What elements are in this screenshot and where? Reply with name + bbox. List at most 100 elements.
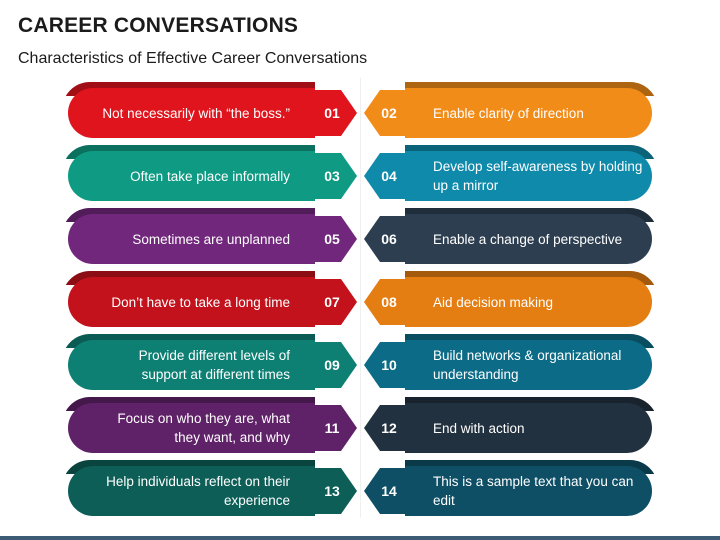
left-banner [62,82,315,138]
right-item-text: Build networks & organizational understa… [433,348,622,382]
left-banner-body [68,277,315,327]
left-item-text: Often take place informally [130,168,290,184]
left-item-text: Don’t have to take a long time [111,294,290,310]
left-number-badge: 05 [313,216,357,262]
conversation-row: Focus on who they are, what they want, a… [0,397,720,453]
conversation-row: Not necessarily with “the boss.”Enable c… [0,82,720,138]
right-banner [405,334,658,390]
right-badge-arrow [364,90,406,136]
left-badge-shape [315,405,357,451]
left-badge-shape [315,342,357,388]
right-badge-shape [364,342,406,388]
conversation-row: Sometimes are unplanned Enable a change o… [0,208,720,264]
right-item-text: Enable a change of perspective [433,231,623,247]
left-badge-arrow [315,90,357,136]
left-badge-number: 11 [324,420,340,436]
left-banner-body [68,88,315,138]
left-banner [62,208,315,264]
left-badge-number: 01 [324,105,340,121]
right-badge-arrow [364,153,406,199]
right-number-badge: 02 [364,90,408,136]
right-banner [405,82,658,138]
left-number-badge: 01 [313,90,357,136]
left-badge-shape [315,153,357,199]
left-item-text: Help individuals reflect on their experi… [106,474,290,508]
left-banner-body [68,466,315,516]
right-banner-body [405,466,652,516]
left-item-text: Focus on who they are, what they want, a… [117,411,290,445]
right-badge-number: 08 [381,294,397,310]
right-badge-arrow [364,279,406,325]
right-banner-body [405,151,652,201]
right-badge-arrow [364,468,406,514]
left-badge-shape [315,279,357,325]
left-number-badge: 07 [313,279,357,325]
left-badge-arrow [315,153,357,199]
left-item-text: Sometimes are unplanned [132,231,290,247]
left-badge-number: 07 [324,294,340,310]
right-banner-body [405,88,652,138]
left-number-badge: 09 [313,342,357,388]
left-banner [62,145,315,201]
left-banner [62,397,315,453]
right-badge-number: 02 [381,105,397,121]
right-badge-shape [364,279,406,325]
right-banner-body [405,214,652,264]
right-badge-shape [364,90,406,136]
right-banner [405,145,658,201]
right-number-badge: 14 [364,468,408,514]
page-title: CAREER CONVERSATIONS [18,14,299,37]
conversation-row: Don’t have to take a long time Aid decisi… [0,271,720,327]
right-banner-body [405,340,652,390]
right-badge-arrow [364,216,406,262]
right-banner-body [405,403,652,453]
right-badge-number: 04 [381,168,397,184]
right-badge-arrow [364,405,406,451]
left-badge-arrow [315,468,357,514]
right-number-badge: 06 [364,216,408,262]
right-item-text: Enable clarity of direction [433,105,584,121]
right-number-badge: 04 [364,153,408,199]
left-badge-arrow [315,216,357,262]
left-item-text: Provide different levels of support at d… [138,348,290,382]
footer-bar [0,536,720,540]
right-item-text: End with action [433,420,525,436]
left-banner-body [68,214,315,264]
right-item-text: Aid decision making [433,294,554,310]
left-banner [62,271,315,327]
conversation-row: Provide different levels of support at d… [0,334,720,390]
right-badge-shape [364,468,406,514]
right-item-text: Develop self-awareness by holding up a m… [433,159,643,193]
left-badge-shape [315,90,357,136]
left-badge-number: 03 [324,168,340,184]
left-banner [62,460,315,516]
left-badge-arrow [315,279,357,325]
right-banner [405,208,658,264]
right-number-badge: 10 [364,342,408,388]
right-banner [405,460,658,516]
right-badge-arrow [364,342,406,388]
right-badge-number: 12 [381,420,397,436]
right-badge-number: 06 [381,231,397,247]
conversation-row: Often take place informally Develop self-… [0,145,720,201]
right-badge-number: 10 [381,357,397,373]
left-banner [62,334,315,390]
right-badge-shape [364,153,406,199]
left-number-badge: 11 [313,405,357,451]
left-banner-body [68,403,315,453]
left-badge-arrow [315,405,357,451]
right-item-text: This is a sample text that you can edit [433,474,634,508]
right-badge-number: 14 [381,483,397,499]
left-badge-number: 13 [324,483,340,499]
right-badge-shape [364,216,406,262]
left-number-badge: 13 [313,468,357,514]
page-subtitle: Characteristics of Effective Career Conv… [18,50,368,67]
right-number-badge: 08 [364,279,408,325]
right-banner [405,397,658,453]
right-banner-body [405,277,652,327]
left-banner-body [68,151,315,201]
left-banner-body [68,340,315,390]
conversation-row: Help individuals reflect on their experi… [0,460,720,516]
left-number-badge: 03 [313,153,357,199]
right-number-badge: 12 [364,405,408,451]
